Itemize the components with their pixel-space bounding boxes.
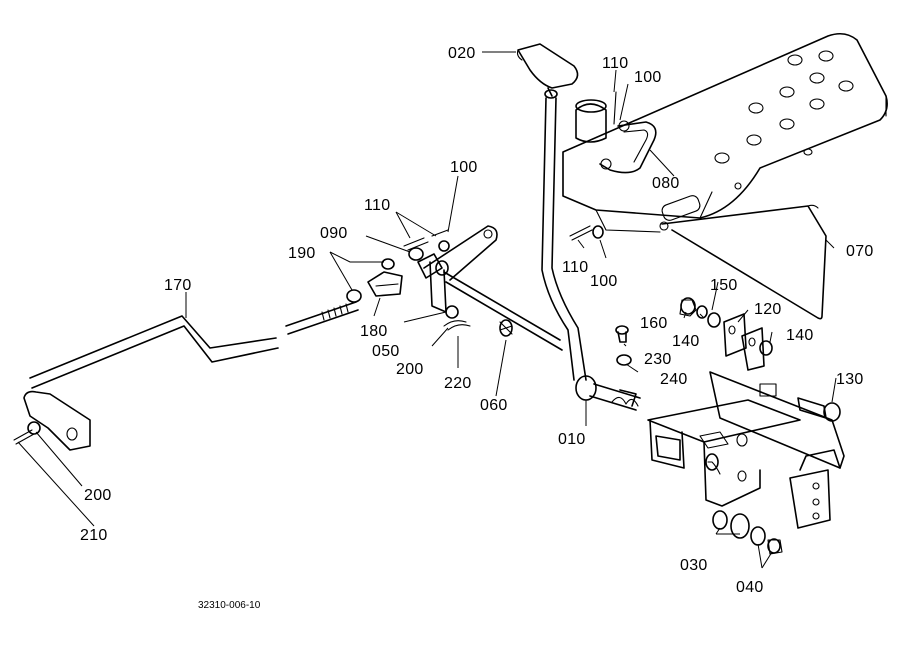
label-020: 020 (448, 45, 476, 62)
label-120: 120 (754, 301, 782, 318)
label-130: 130 (836, 371, 864, 388)
label-190: 190 (288, 245, 316, 262)
pivot-assembly (346, 91, 617, 351)
label-200-left: 200 (84, 487, 112, 504)
rod-070 (659, 204, 827, 320)
label-100-mid: 100 (450, 159, 478, 176)
label-090: 090 (320, 225, 348, 242)
fender-housing (562, 32, 888, 233)
label-110-top: 110 (602, 55, 628, 72)
bracket-assembly (647, 371, 845, 529)
label-230: 230 (644, 351, 672, 368)
label-070: 070 (846, 243, 874, 260)
label-100-top: 100 (634, 69, 662, 86)
label-180: 180 (360, 323, 388, 340)
label-080: 080 (652, 175, 680, 192)
label-170: 170 (164, 277, 192, 294)
label-140-left: 140 (672, 333, 700, 350)
bolt-230 (615, 325, 632, 366)
part-labels: 020 110 100 080 100 110 090 190 170 180 … (80, 45, 874, 611)
label-010: 010 (558, 431, 586, 448)
label-060: 060 (480, 397, 508, 414)
label-200-mid: 200 (396, 361, 424, 378)
plates-120 (679, 297, 773, 371)
label-160: 160 (640, 315, 668, 332)
label-140-right: 140 (786, 327, 814, 344)
rod-170 (29, 301, 359, 389)
label-240: 240 (660, 371, 688, 388)
end-bracket (13, 390, 91, 451)
label-150: 150 (710, 277, 738, 294)
washers-030 (712, 510, 783, 555)
leader-lines (17, 51, 837, 569)
label-040: 040 (736, 579, 764, 596)
pivot-shaft-010 (575, 375, 641, 411)
label-110-mid: 110 (364, 197, 390, 214)
drawing-code: 32310-006-10 (198, 600, 261, 611)
label-220: 220 (444, 375, 472, 392)
fender-dimples (714, 50, 854, 190)
label-100-low: 100 (590, 273, 618, 290)
label-210: 210 (80, 527, 108, 544)
label-030: 030 (680, 557, 708, 574)
label-050: 050 (372, 343, 400, 360)
label-110-low: 110 (562, 259, 588, 276)
lever-020 (516, 43, 587, 381)
